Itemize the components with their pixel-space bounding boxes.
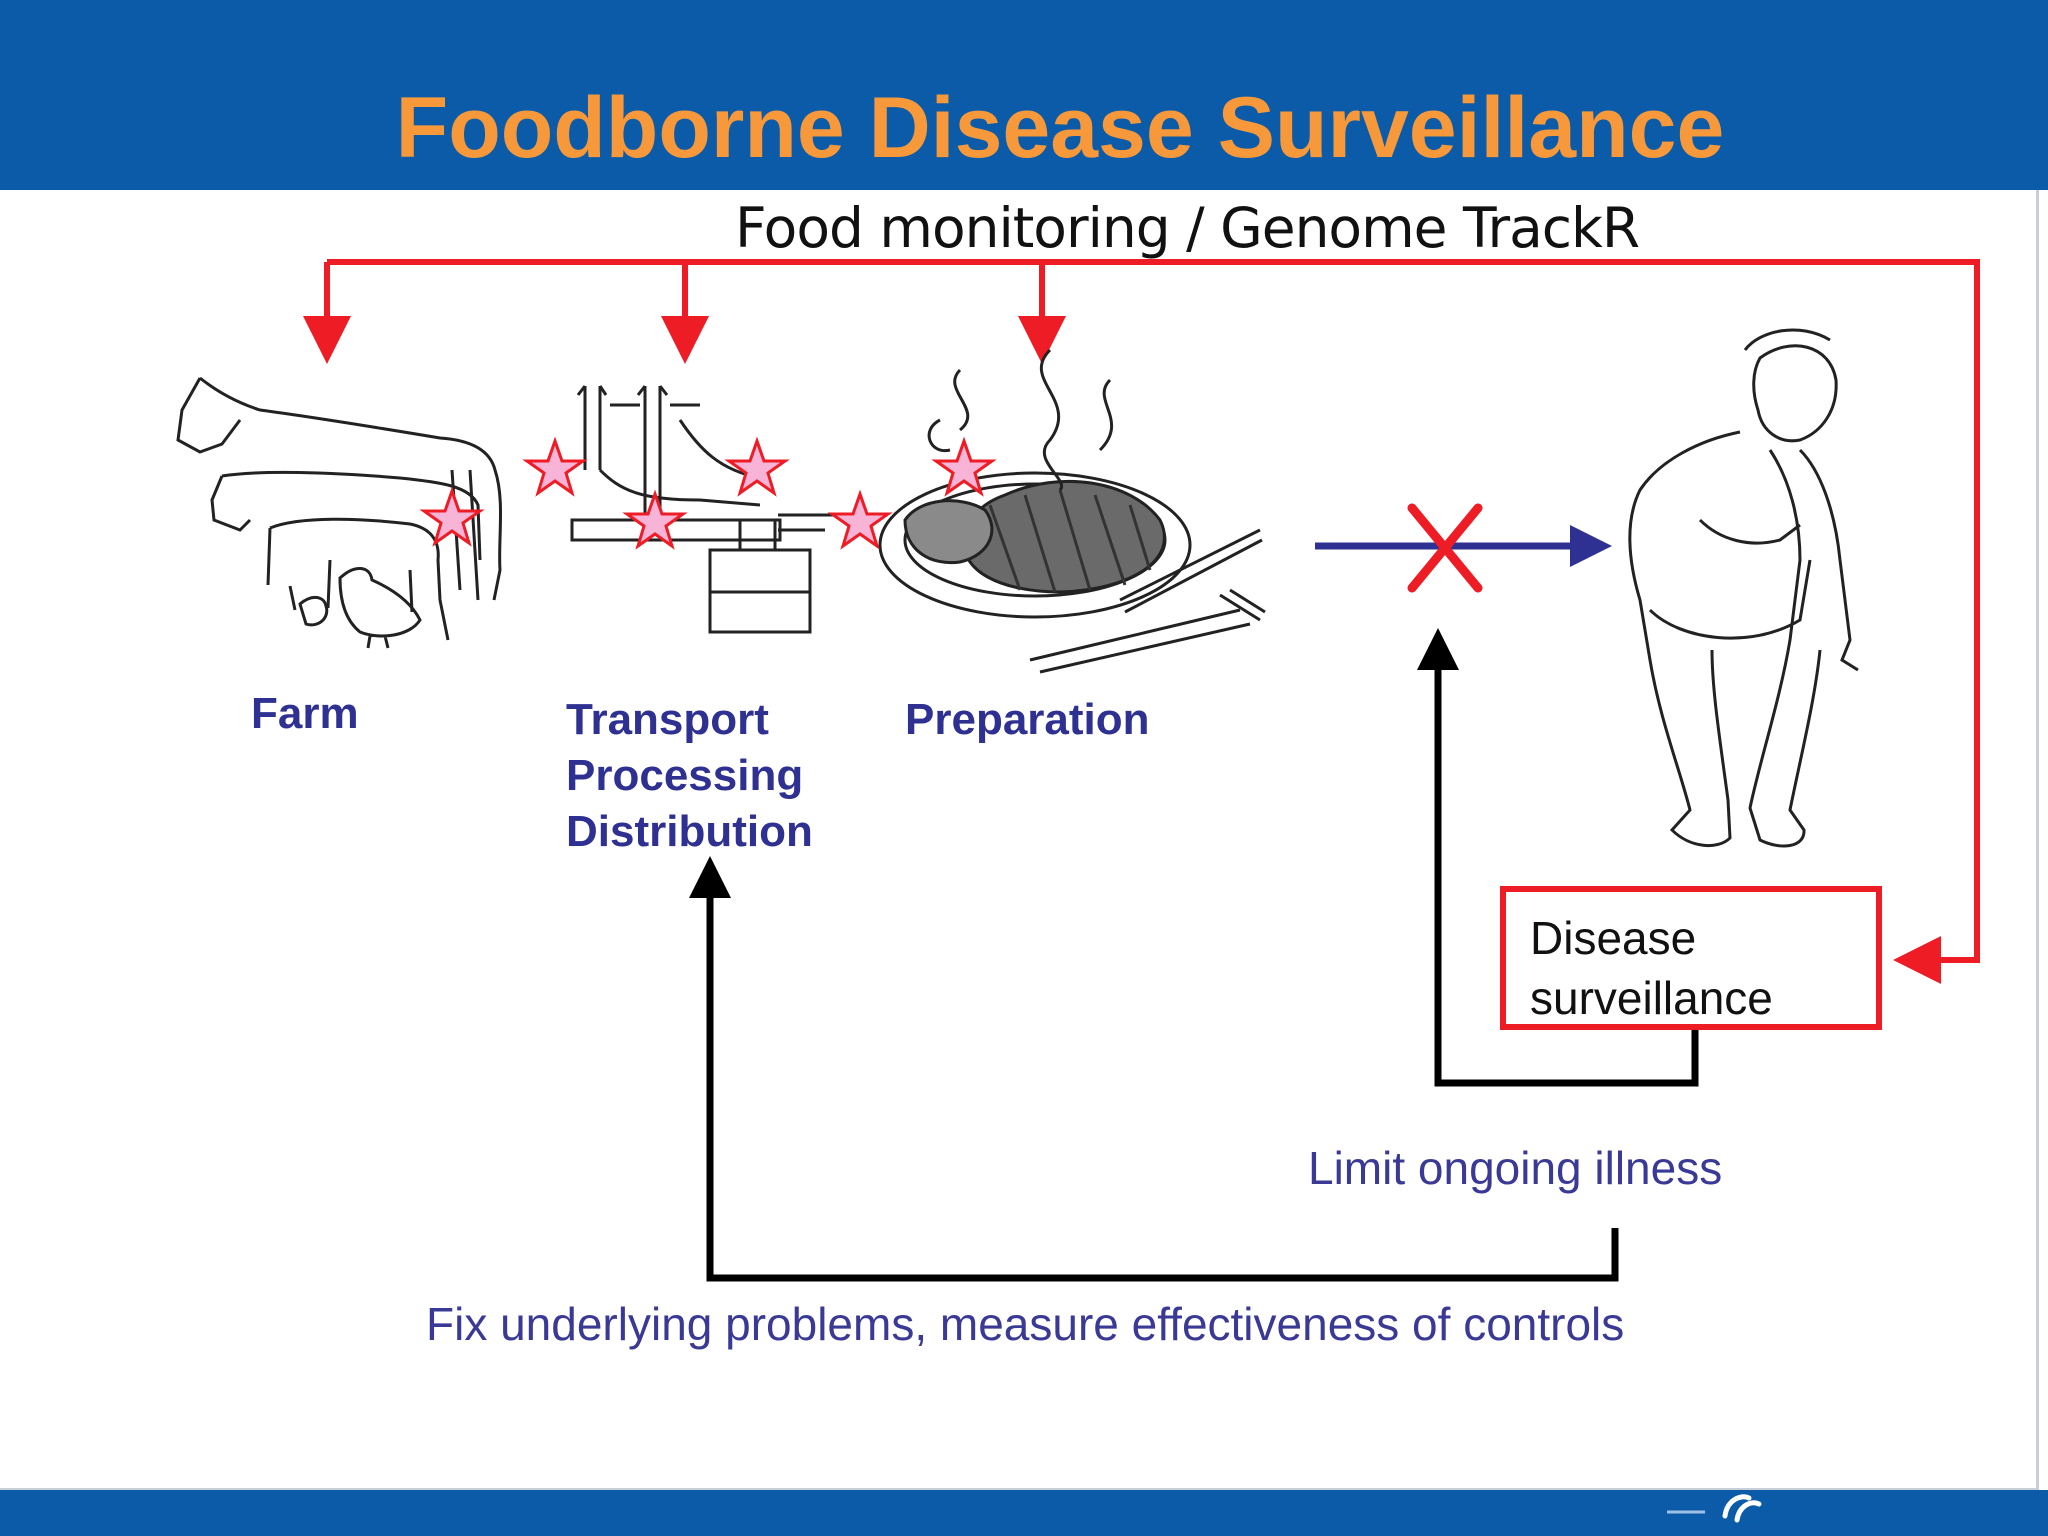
monitoring-arrows <box>303 259 1980 984</box>
farm-animals-illustration <box>176 376 503 649</box>
slide-title: Foodborne Disease Surveillance <box>395 80 1725 176</box>
stage-preparation: Preparation <box>905 695 1150 744</box>
disease-surveillance-box: Disease surveillance <box>1500 886 1882 1030</box>
limit-feedback-arrow <box>1417 628 1699 1087</box>
sick-man-illustration <box>1628 328 1859 848</box>
disease-surveillance-label: Disease surveillance <box>1530 912 1773 1024</box>
stage-processing: Processing <box>566 751 804 800</box>
fix-problems-label: Fix underlying problems, measure effecti… <box>426 1298 1625 1350</box>
stage-distribution: Distribution <box>566 807 813 856</box>
star-icon <box>724 436 790 497</box>
content-panel <box>0 190 2039 1490</box>
fix-feedback-arrow <box>689 856 1619 1282</box>
stage-transport-group: Transport Processing Distribution <box>566 692 813 860</box>
steak-plate-illustration <box>878 348 1266 674</box>
processing-equipment-illustration <box>570 385 840 634</box>
footer-band <box>0 1490 2048 1536</box>
x-mark-icon <box>1407 503 1483 593</box>
star-icon <box>931 436 997 497</box>
star-icon <box>419 486 485 547</box>
monitoring-top-line <box>327 259 1980 984</box>
header-band <box>0 0 2048 190</box>
limit-illness-label: Limit ongoing illness <box>1308 1142 1723 1194</box>
stage-transport: Transport <box>566 695 769 744</box>
monitoring-label: Food monitoring / Genome TrackR <box>735 196 1640 260</box>
star-icon <box>522 436 588 497</box>
footer-logo-icon <box>1667 1494 1762 1523</box>
contamination-stars <box>419 436 997 550</box>
star-icon <box>622 489 688 550</box>
stage-farm: Farm <box>251 689 359 738</box>
star-icon <box>827 489 893 550</box>
